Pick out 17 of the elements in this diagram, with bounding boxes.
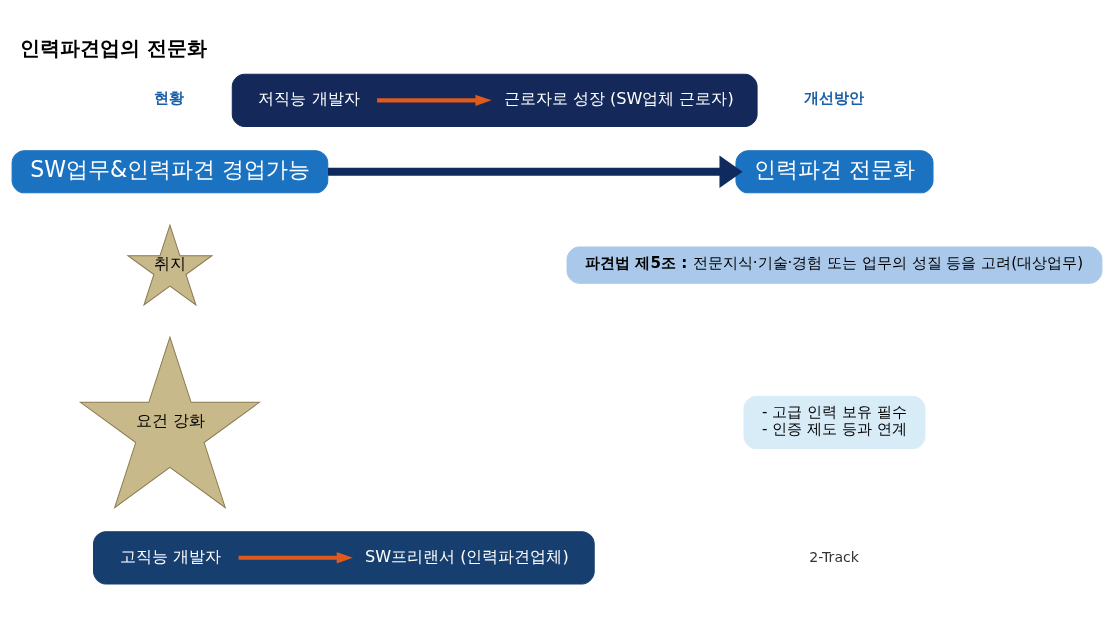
node-text: 저직능 개발자	[258, 89, 360, 109]
node-box: SW업무&인력파견 경업가능	[11, 150, 329, 194]
node-text: SW프리랜서 (인력파견업체)	[364, 546, 569, 566]
node-box: - 고급 인력 보유 필수 - 인증 제도 등과 연계	[743, 395, 926, 450]
node-text: 고직능 개발자	[119, 546, 221, 566]
node-text: 근로자로 성장 (SW업체 근로자)	[503, 89, 734, 109]
node-box: 인력파견 전문화	[735, 150, 934, 194]
node-box: 파견법 제5조 : 전문지식·기술·경험 또는 업무의 성질 등을 고려(대상업무)	[566, 246, 1103, 284]
label: 2-Track	[809, 548, 859, 565]
arrow	[377, 94, 492, 106]
cluster	[93, 531, 595, 585]
arrow	[238, 552, 353, 564]
cluster	[231, 73, 758, 127]
arrow	[327, 155, 743, 188]
node-label: 현황	[154, 88, 185, 107]
diagram-title: 인력파견업의 전문화	[20, 36, 208, 61]
node-label: 개선방안	[803, 88, 864, 107]
